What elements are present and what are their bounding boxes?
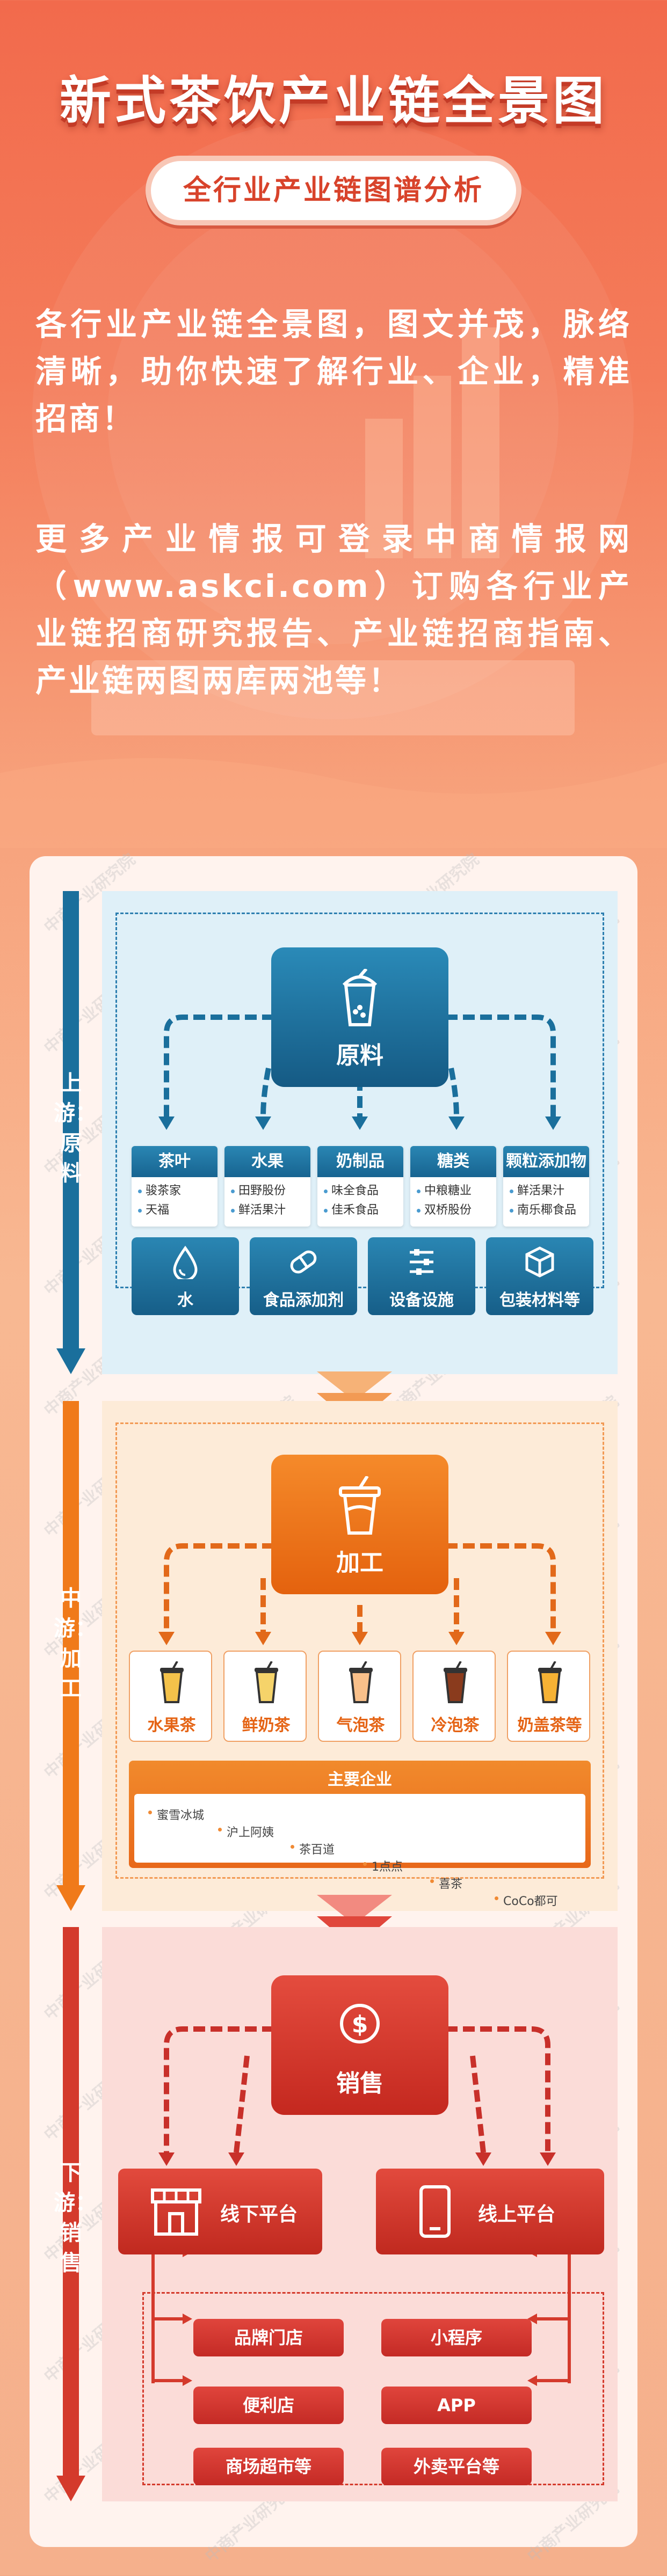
header-decoration [0,118,667,848]
svg-text:$: $ [352,2011,368,2038]
category-title: 颗粒添加物 [503,1146,589,1177]
header: 新式茶饮产业链全景图 全行业产业链图谱分析 各行业产业链全景图，图文并茂，脉络清… [0,0,667,848]
category-item: 南乐椰食品 [503,1201,589,1220]
product-label: 气泡茶 [336,1716,385,1735]
companies-title: 主要企业 [328,1770,392,1789]
capsule-icon [287,1245,320,1279]
upstream-hub-label: 原料 [336,1042,383,1069]
upstream-flow-arrow [56,891,85,1374]
offline-channel-item: 商场超市等 [193,2448,344,2485]
supply-tile: 包装材料等 [486,1237,593,1315]
supply-label: 设备设施 [389,1291,454,1310]
company-name: 1点点 [360,1857,667,1874]
category-item: 味全食品 [317,1181,403,1201]
water-drop-icon [169,1245,201,1282]
midstream-flow-label: 中游：加工 [54,1586,97,1701]
category-tile: 颗粒添加物鲜活果汁南乐椰食品 [503,1146,589,1227]
category-item: 双桥股份 [410,1201,496,1220]
midstream-connectors [158,1543,561,1645]
category-tile: 糖类中粮糖业双桥股份 [410,1146,496,1227]
category-items: 田野股份鲜活果汁 [224,1177,310,1220]
category-item: 中粮糖业 [410,1181,496,1201]
category-tile: 茶叶骏茶家天福 [132,1146,218,1227]
product-tile: 气泡茶 [318,1651,401,1742]
category-item: 天福 [132,1201,218,1220]
subtitle-badge: 全行业产业链图谱分析 [146,156,521,225]
upstream-hub: 原料 [271,947,448,1087]
dollar-coin-icon: $ [340,2004,380,2044]
product-label: 冷泡茶 [431,1716,480,1735]
product-tile: 鲜奶茶 [223,1651,307,1742]
drink-icon [250,1661,282,1704]
company-name: 蜜雪冰城 [145,1806,596,1823]
upstream-flow-label: 上游：原料 [54,1071,97,1186]
offline-channel-item: 品牌门店 [193,2319,344,2356]
company-name: 茶百道 [287,1840,667,1857]
downstream-flow-label: 下游：销售 [54,2161,97,2275]
equipment-icon [405,1245,438,1279]
supply-label: 包装材料等 [499,1291,580,1310]
category-title: 糖类 [410,1146,496,1177]
midstream-dashed-frame [115,1422,604,1879]
supply-label: 水 [177,1291,193,1310]
category-tile: 水果田野股份鲜活果汁 [224,1146,310,1227]
intro-paragraph-contact: 更多产业情报可登录中商情报网（www.askci.com）订购各行业产业链招商研… [35,521,632,699]
category-title: 水果 [224,1146,310,1177]
supply-tile: 设备设施 [368,1237,475,1315]
drink-icon [345,1661,377,1704]
product-label: 鲜奶茶 [242,1716,291,1735]
store-icon [151,2188,201,2236]
downstream-hub: $ 销售 [271,1975,448,2115]
category-items: 味全食品佳禾食品 [317,1177,403,1220]
company-name: CoCo都可 [491,1892,667,1909]
supply-tile: 食品添加剂 [250,1237,357,1315]
supply-tile: 水 [132,1237,239,1315]
package-icon [524,1245,556,1279]
category-item: 田野股份 [224,1181,310,1201]
online-platform-label: 线上平台 [478,2203,556,2225]
companies-box: 主要企业 蜜雪冰城沪上阿姨茶百道1点点喜茶CoCo都可奈雪的茶茶颜悦色益禾堂LI… [129,1761,591,2034]
upstream-dashed-frame [115,913,604,1288]
offline-platform-label: 线下平台 [220,2203,298,2225]
intro-paragraph: 各行业产业链全景图，图文并茂，脉络清晰，助你快速了解行业、企业，精准招商！ [35,306,632,437]
drink-icon [439,1661,472,1704]
drink-icon [156,1661,188,1704]
online-platform-box: 线上平台 [376,2169,604,2254]
category-items: 中粮糖业双桥股份 [410,1177,496,1220]
cup-icon [342,969,378,1026]
page-title: 新式茶饮产业链全景图 [60,71,607,131]
offline-channel-item: 便利店 [193,2387,344,2424]
online-channel-item: 外卖平台等 [381,2448,532,2485]
category-tile: 奶制品味全食品佳禾食品 [317,1146,403,1227]
product-tile: 水果茶 [129,1651,212,1742]
category-items: 鲜活果汁南乐椰食品 [503,1177,589,1220]
downstream-dashed-frame [142,2292,604,2485]
category-items: 骏茶家天福 [132,1177,218,1220]
category-item: 佳禾食品 [317,1201,403,1220]
supply-label: 食品添加剂 [263,1291,344,1310]
drink-cup-icon [339,1476,381,1535]
drink-icon [534,1661,566,1704]
category-item: 鲜活果汁 [224,1201,310,1220]
online-channel-item: 小程序 [381,2319,532,2356]
midstream-hub-label: 加工 [336,1549,383,1577]
downstream-flow-arrow [56,1927,85,2501]
phone-icon [419,2185,451,2238]
category-item: 鲜活果汁 [503,1181,589,1201]
product-label: 水果茶 [147,1716,196,1735]
midstream-flow-arrow [56,1401,85,1911]
downstream-hub-label: 销售 [336,2070,383,2097]
category-title: 奶制品 [317,1146,403,1177]
product-tile: 冷泡茶 [412,1651,496,1742]
companies-list: 蜜雪冰城沪上阿姨茶百道1点点喜茶CoCo都可奈雪的茶茶颜悦色益禾堂LINLEE古… [134,1794,585,2034]
category-title: 茶叶 [132,1146,218,1177]
online-channel-item: APP [381,2387,532,2424]
product-tile: 奶盖茶等 [507,1651,590,1742]
midstream-hub: 加工 [271,1455,448,1594]
category-item: 骏茶家 [132,1181,218,1201]
company-name: 沪上阿姨 [215,1823,666,1840]
company-name: 喜茶 [427,1874,667,1892]
product-label: 奶盖茶等 [517,1716,582,1735]
offline-platform-box: 线下平台 [118,2169,322,2254]
